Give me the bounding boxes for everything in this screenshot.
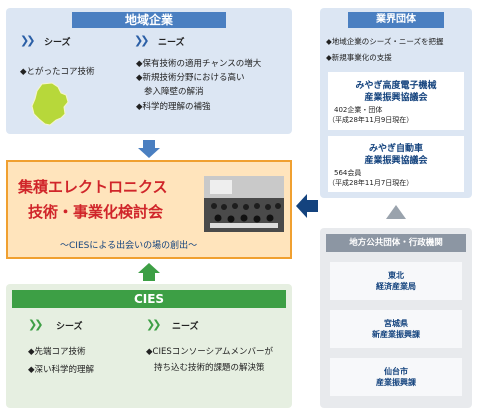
seeds-label: シーズ <box>44 38 71 48</box>
org-automotive-date: （平成28年11月7日現在） <box>328 179 414 187</box>
org-box-automotive: みやぎ自動車 産業振興協議会 564会員 （平成28年11月7日現在） <box>328 136 464 192</box>
local-companies-header: 地域企業 <box>72 12 226 28</box>
cies-needs-chevron-icon: ❯❯ <box>146 318 162 331</box>
needs-item-2-cont: 参入障壁の解消 <box>144 87 204 97</box>
needs-item-1: ◆保有技術の適用チャンスの増大 <box>136 59 262 69</box>
agency-tohoku-line2: 経済産業局 <box>376 282 416 291</box>
needs-item-2: ◆新規技術分野における高い <box>136 73 245 83</box>
agency-sendai-line1: 仙台市 <box>384 367 408 376</box>
seeds-item-core-tech: ◆とがったコア技術 <box>20 67 95 77</box>
org-box-electronics: みやぎ高度電子機械 産業振興協議会 402企業・団体 （平成28年11月9日現在… <box>328 72 464 130</box>
miyagi-map-icon <box>31 82 69 126</box>
needs-item-3: ◆科学的理解の補強 <box>136 102 211 112</box>
cies-seeds-item-2: ◆深い科学的理解 <box>28 365 95 375</box>
local-companies-title: 地域企業 <box>124 13 173 27</box>
agency-tohoku: 東北 経済産業局 <box>330 262 462 300</box>
needs-chevron-icon: ❯❯ <box>134 34 150 47</box>
cies-panel: CIES ❯❯ シーズ ❯❯ ニーズ ◆先端コア技術 ◆深い科学的理解 ◆CIE… <box>6 284 292 408</box>
agency-sendai: 仙台市 産業振興課 <box>330 358 462 396</box>
agency-tohoku-line1: 東北 <box>388 271 404 280</box>
council-title-line2: 技術・事業化検討会 <box>28 203 164 221</box>
agency-miyagi-line1: 宮城県 <box>384 319 408 328</box>
agency-sendai-line2: 産業振興課 <box>376 378 416 387</box>
arrow-up-from-cies-icon <box>138 263 160 281</box>
cies-title: CIES <box>133 292 165 306</box>
seeds-chevron-icon: ❯❯ <box>20 34 36 47</box>
cies-needs-item-1: ◆CIESコンソーシアムメンバーが <box>146 347 273 357</box>
arrow-left-to-council-icon <box>296 194 318 218</box>
industry-groups-header: 業界団体 <box>348 12 444 28</box>
industry-groups-title: 業界団体 <box>376 14 416 25</box>
org-electronics-name-2: 産業振興協議会 <box>364 93 428 103</box>
cies-needs-item-1-cont: 持ち込む技術的課題の解決策 <box>154 363 265 373</box>
cies-needs-label: ニーズ <box>172 322 199 332</box>
government-title: 地方公共団体・行政機関 <box>349 238 443 248</box>
org-automotive-name-2: 産業振興協議会 <box>364 156 428 166</box>
cies-header: CIES <box>12 290 286 308</box>
org-electronics-count: 402企業・団体 <box>334 106 383 114</box>
org-automotive-count: 564会員 <box>334 169 362 177</box>
industry-item-2: ◆新規事業化の支援 <box>326 53 392 62</box>
council-title-line1: 集積エレクトロニクス <box>18 178 168 196</box>
org-automotive-name-1: みやぎ自動車 <box>368 144 423 154</box>
government-panel: 地方公共団体・行政機関 東北 経済産業局 宮城県 新産業振興課 仙台市 産業振興… <box>320 228 472 408</box>
meeting-photo <box>204 176 284 232</box>
cies-seeds-chevron-icon: ❯❯ <box>28 318 44 331</box>
agency-miyagi-line2: 新産業振興課 <box>372 330 420 339</box>
agency-miyagi: 宮城県 新産業振興課 <box>330 310 462 348</box>
council-subtitle: ～CIESによる出会いの場の創出～ <box>60 241 198 251</box>
org-electronics-date: （平成28年11月9日現在） <box>328 116 414 124</box>
cies-seeds-label: シーズ <box>56 322 83 332</box>
local-companies-panel: 地域企業 ❯❯ シーズ ❯❯ ニーズ ◆とがったコア技術 ◆保有技術の適用チャン… <box>6 8 292 134</box>
arrow-down-from-companies-icon <box>138 140 160 158</box>
cies-seeds-item-1: ◆先端コア技術 <box>28 347 86 357</box>
needs-label: ニーズ <box>158 38 185 48</box>
org-electronics-name-1: みやぎ高度電子機械 <box>355 81 437 91</box>
industry-item-1: ◆地域企業のシーズ・ニーズを把握 <box>326 37 444 46</box>
industry-groups-panel: 業界団体 ◆地域企業のシーズ・ニーズを把握 ◆新規事業化の支援 みやぎ高度電子機… <box>320 8 472 198</box>
council-box: 集積エレクトロニクス 技術・事業化検討会 ～CIESによる出会いの場の創出～ <box>6 160 292 259</box>
government-header: 地方公共団体・行政機関 <box>326 234 466 252</box>
arrow-up-to-industry-icon <box>386 205 406 219</box>
